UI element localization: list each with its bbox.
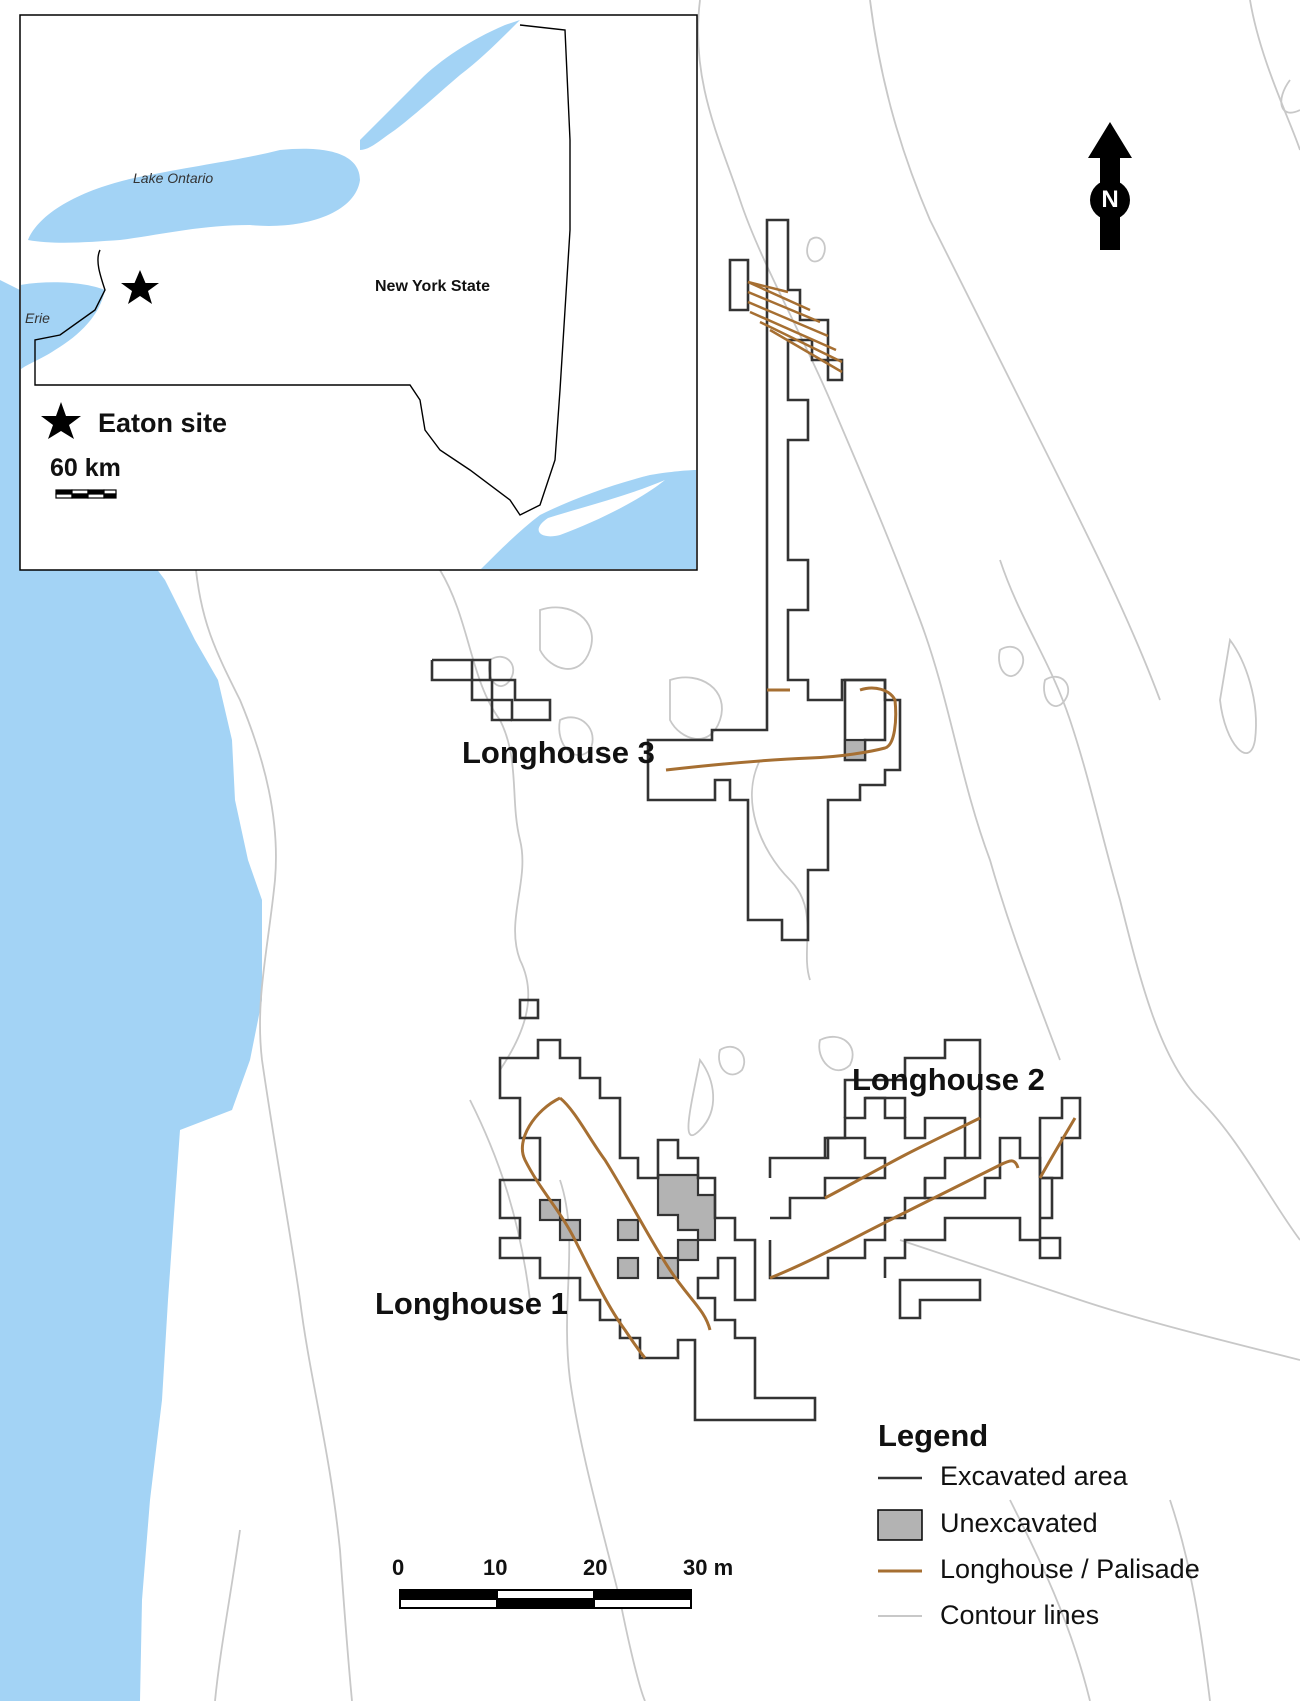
longhouse-2-label: Longhouse 2	[852, 1062, 1045, 1097]
excavation-south	[498, 998, 1082, 1422]
legend-item-unexcavated: Unexcavated	[940, 1508, 1098, 1538]
legend-symbols	[877, 1476, 923, 1617]
contour-lines	[194, 0, 1300, 1701]
inset-site-legend: Eaton site	[98, 408, 228, 438]
star-icon	[41, 402, 81, 439]
north-arrow-icon	[1088, 122, 1132, 250]
scale-tick-30: 30 m	[683, 1555, 734, 1580]
legend-item-contour: Contour lines	[940, 1600, 1100, 1630]
scale-tick-20: 20	[583, 1555, 608, 1580]
longhouse-3-label: Longhouse 3	[462, 735, 655, 770]
north-label: N	[1101, 186, 1119, 213]
inset-scale-label: 60 km	[50, 454, 121, 482]
legend-title: Legend	[878, 1418, 989, 1453]
inset-state-label: New York State	[375, 278, 491, 295]
longhouse-lines	[520, 686, 1077, 1359]
legend-item-longhouse: Longhouse / Palisade	[940, 1554, 1200, 1584]
inset-lake-erie: Erie	[25, 310, 50, 326]
scale-bar	[399, 1589, 692, 1609]
unexcavated-units	[538, 738, 867, 1280]
star-icon	[121, 270, 159, 304]
scale-tick-0: 0	[392, 1555, 405, 1580]
inset-lake-ontario: Lake Ontario	[133, 170, 214, 186]
legend-item-excavated: Excavated area	[940, 1461, 1128, 1491]
water-body	[0, 280, 262, 1701]
palisade-north	[747, 280, 843, 374]
longhouse-1-label: Longhouse 1	[375, 1286, 568, 1321]
inset-map	[19, 14, 698, 571]
scale-tick-10: 10	[483, 1555, 508, 1580]
